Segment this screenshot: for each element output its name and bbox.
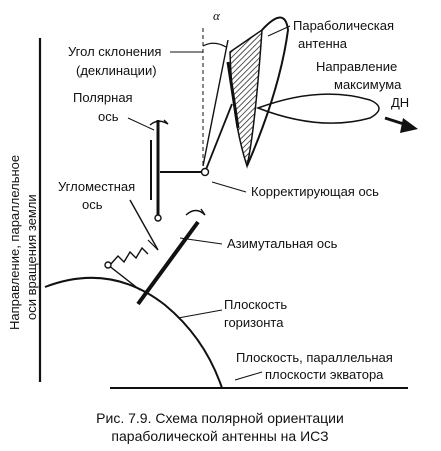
declination-angle-arc [202, 42, 227, 48]
declination-label-line1: Угол склонения [68, 44, 161, 59]
polar-leader [127, 117, 155, 131]
parabolic-label-line2: антенна [298, 36, 348, 51]
parabolic-label-line1: Параболическая [293, 18, 394, 33]
elevation-arrow [147, 239, 159, 251]
elevation-spring [109, 246, 149, 266]
equator-leader [234, 371, 263, 381]
horizon-leader [177, 309, 223, 319]
azimuth-leader [179, 237, 223, 245]
direction-label-line1: Направление [316, 59, 397, 74]
dish-feed-bar [226, 61, 240, 129]
elevation-label-line1: Угломестная [58, 179, 135, 194]
direction-label-line2: максимума [334, 77, 402, 92]
equator-label-line2: плоскости экватора [265, 367, 384, 382]
earth-surface [44, 276, 223, 389]
declination-angle-symbol: α [213, 8, 221, 23]
direction-label-line3: ДН [391, 95, 409, 110]
azimuth-mount-bar [136, 220, 200, 306]
max-direction-arrow-head [400, 118, 418, 133]
elevation-label-line2: ось [82, 197, 103, 212]
parabolic-dish-rim [246, 16, 290, 167]
parabolic-leader [267, 25, 291, 37]
correcting-arm-upper [204, 103, 233, 173]
correcting-axis-label: Корректирующая ось [251, 184, 379, 199]
azimuth-axis-label: Азимутальная ось [227, 236, 338, 251]
figure-caption-line2: параболической антенны на ИСЗ [111, 428, 328, 444]
radiation-pattern-lobe [255, 93, 380, 124]
earth-axis-label-line1: Направление, параллельное [7, 155, 22, 330]
polar-rotation-icon [149, 119, 169, 126]
elevation-strut [129, 199, 159, 251]
azimuth-rotation-icon [185, 208, 206, 216]
polar-label-line2: ось [98, 109, 119, 124]
declination-label-line2: (деклинации) [76, 63, 157, 78]
elevation-axis-pivot [104, 261, 112, 269]
earth-axis-label-line2: оси вращения земли [24, 194, 39, 320]
polar-label-line1: Полярная [73, 90, 133, 105]
equator-label-line1: Плоскость, параллельная [236, 350, 393, 365]
horizon-label-line1: Плоскость [224, 297, 287, 312]
antenna-tilt-line [202, 39, 229, 167]
correcting-leader [211, 181, 247, 193]
horizon-label-line2: горизонта [224, 315, 284, 330]
polar-axis-pivot [154, 214, 162, 222]
elevation-lower-link [107, 264, 141, 291]
figure-caption-line1: Рис. 7.9. Схема полярной ориентации [96, 410, 344, 426]
correcting-axis-pivot [200, 167, 210, 177]
